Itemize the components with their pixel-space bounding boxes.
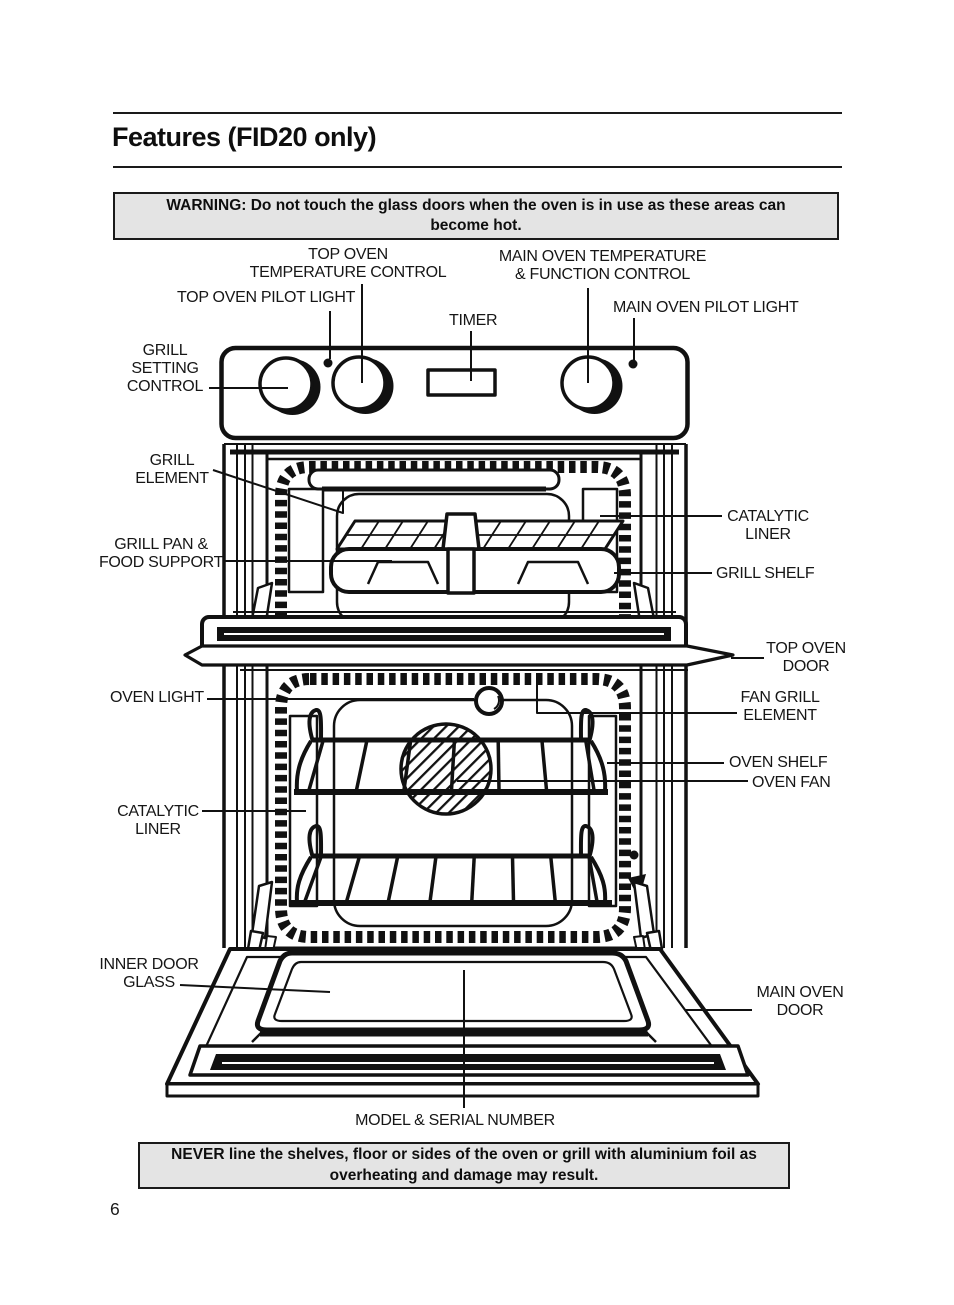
main-oven-cavity [250,673,656,950]
title-rule-top [113,112,842,114]
inner-door-glass-drawing [251,950,657,1043]
top-oven-door-drawing [183,611,735,671]
label-top-oven-pilot-light: TOP OVEN PILOT LIGHT [177,289,356,306]
label-fan-grill-element: FAN GRILL ELEMENT [740,689,820,724]
label-catalytic-liner-top: CATALYTIC LINER [727,508,809,543]
label-catalytic-liner-main: CATALYTIC LINER [117,803,199,838]
note-text: NEVER line the shelves, floor or sides o… [171,1146,757,1184]
label-oven-light: OVEN LIGHT [110,689,204,706]
label-main-oven-door: MAIN OVEN DOOR [756,984,844,1019]
note-box: NEVER line the shelves, floor or sides o… [138,1142,790,1189]
label-timer: TIMER [449,312,498,329]
label-grill-pan-food-support: GRILL PAN & FOOD SUPPORT [98,536,224,571]
page-number: 6 [110,1199,120,1219]
label-oven-fan: OVEN FAN [752,774,831,791]
oven-light-drawing [474,686,504,716]
cabinet [222,443,688,948]
label-oven-shelf: OVEN SHELF [729,754,828,771]
label-grill-shelf: GRILL SHELF [716,565,815,582]
main-oven-pilot-light [628,359,638,369]
top-oven-temperature-knob [331,355,394,414]
grill-element-bar [307,468,561,492]
label-grill-element: GRILL ELEMENT [135,452,209,487]
page-title: Features (FID20 only) [112,122,377,152]
label-top-oven-temperature-control: TOP OVEN TEMPERATURE CONTROL [249,246,447,281]
main-oven-door-drawing [165,929,760,1098]
label-main-oven-temperature-control: MAIN OVEN TEMPERATURE & FUNCTION CONTROL [498,248,707,283]
label-top-oven-door: TOP OVEN DOOR [766,640,846,675]
top-oven-pilot-light [323,358,333,368]
grill-pan-handle [441,512,481,551]
label-inner-door-glass: INNER DOOR GLASS [99,956,199,991]
title-rule-bottom [113,166,842,168]
main-oven-door-seal [275,673,631,943]
warning-box: WARNING: Do not touch the glass doors wh… [113,192,839,240]
catalytic-liner-left-panel [287,487,325,594]
warning-text: WARNING: Do not touch the glass doors wh… [166,196,786,235]
leader-lines [179,284,764,1108]
oven-shelf-lower [290,824,612,906]
label-model-serial-number: MODEL & SERIAL NUMBER [355,1112,555,1129]
timer-display [426,368,497,397]
label-main-oven-pilot-light: MAIN OVEN PILOT LIGHT [613,299,799,316]
top-oven-cavity [249,457,657,642]
label-grill-setting-control: GRILL SETTING CONTROL [126,342,204,395]
control-panel [219,345,690,441]
top-oven-door-seal [275,461,631,642]
grill-setting-knob [258,356,321,415]
grill-pan-assembly [329,512,625,595]
